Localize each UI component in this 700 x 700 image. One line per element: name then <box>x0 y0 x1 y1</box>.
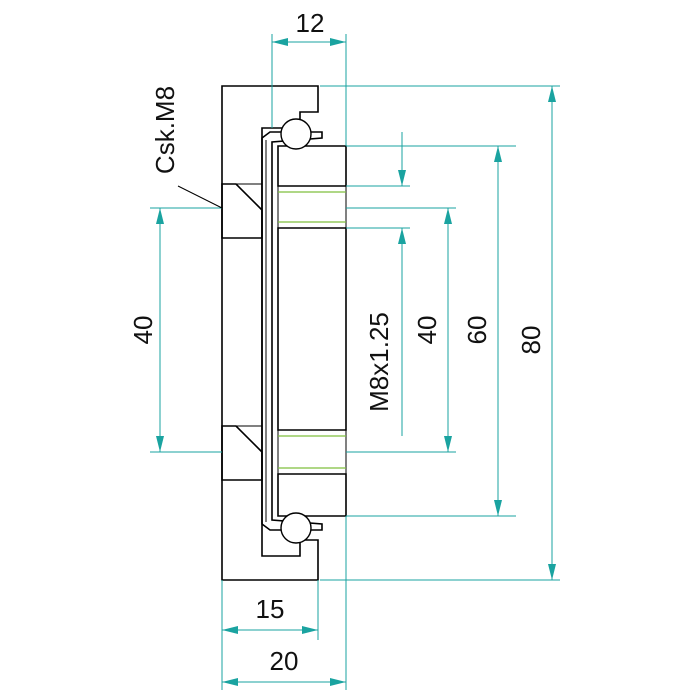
dim-right-mid: 60 <box>462 316 492 345</box>
dimension-lines <box>156 38 556 686</box>
slide-block <box>277 145 347 517</box>
dim-bottom-outer: 20 <box>270 646 299 676</box>
dim-left-pitch: 40 <box>128 316 158 345</box>
extension-lines <box>150 34 560 690</box>
bearing-ball-bottom <box>280 512 312 544</box>
bearing-ball-top <box>280 118 312 150</box>
dim-top-width: 12 <box>296 8 325 38</box>
dim-bottom-inner: 15 <box>256 594 285 624</box>
dim-right-total: 80 <box>516 326 546 355</box>
base-plate <box>221 85 319 581</box>
callout-countersink: Csk.M8 <box>150 86 180 174</box>
dim-right-pitch: 40 <box>412 316 442 345</box>
dim-thread: M8x1.25 <box>364 312 394 412</box>
